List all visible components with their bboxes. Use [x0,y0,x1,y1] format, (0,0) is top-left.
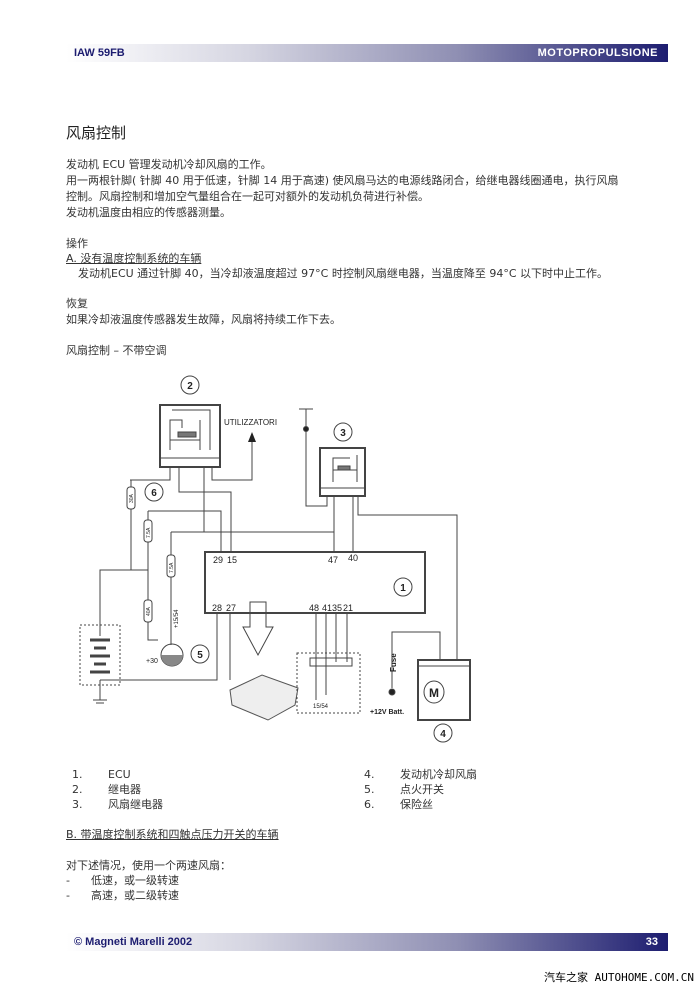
callout-3 [333,422,353,442]
page-title: 风扇控制 [66,124,127,142]
legend-num: 5. [364,783,375,796]
legend-label: 保险丝 [400,798,433,811]
callout-label: 6 [151,488,157,499]
callout-label: 4 [440,729,446,740]
legend-label: 继电器 [108,783,141,796]
callout-label: 2 [187,381,193,392]
ecu-image [229,674,299,721]
callout-4 [433,723,453,743]
fuse-label: 7.5A [169,562,175,573]
relay-3 [319,447,366,497]
ecu-box [204,551,426,614]
fan-motor [417,659,471,721]
watermark: 汽车之家 AUTOHOME.COM.CN [544,971,694,984]
section-b-text: 对下述情况，使用一个两速风扇： [66,859,231,872]
legend-num: 2. [72,783,83,796]
callout-label: 1 [400,583,406,594]
recovery-heading: 恢复 [66,297,88,310]
ecu-pin: 29 [213,555,223,565]
ecu-pin: 21 [343,603,353,613]
ecu-pin: 28 [212,603,222,613]
legend-num: 4. [364,768,375,781]
wire [211,436,253,481]
relay-2 [159,404,221,468]
legend-num: 6. [364,798,375,811]
callout-label: 5 [197,650,203,661]
ecu-pin: 48 [309,603,319,613]
operation-text-a: 发动机ECU 通过针脚 40，当冷却液温度超过 97°C 时控制风扇继电器，当温… [78,267,609,280]
recovery-text: 如果冷却液温度传感器发生故障，风扇将持续工作下去。 [66,313,341,326]
fuse-label: 40A [146,606,152,616]
operation-sub-a: A. 没有温度控制系统的车辆 [66,252,202,265]
legend-num: 1. [72,768,83,781]
list-item: 高速，或二级转速 [91,889,179,902]
arrow-up-icon [248,432,256,442]
motor-label: M [429,686,439,700]
ecu-pin: 27 [226,603,236,613]
operation-heading: 操作 [66,237,88,250]
legend-label: 风扇继电器 [108,798,163,811]
ecu-pin: 15 [227,555,237,565]
callout-6 [144,482,164,502]
list-dash: - [66,889,70,902]
footer-copyright: © Magneti Marelli 2002 [74,936,193,948]
page-number: 33 [645,936,658,948]
diagram-title: 风扇控制 – 不带空调 [66,344,167,357]
list-dash: - [66,874,70,887]
callout-5 [190,644,210,664]
callout-label: 3 [340,428,346,439]
header-left: IAW 59FB [74,47,125,59]
intro-line: 发动机 ECU 管理发动机冷却风扇的工作。 [66,158,272,171]
fuse-label: 30A [129,493,135,503]
callout-2 [180,375,200,395]
footer-bar: © Magneti Marelli 2002 33 [66,933,668,951]
header-right: MOTOPROPULSIONE [537,47,658,59]
ecu-pin: 40 [348,553,358,563]
intro-line: 发动机温度由相应的传感器测量。 [66,206,231,219]
section-b-heading: B. 带温度控制系统和四触点压力开关的车辆 [66,828,279,841]
utilizzatori-label: UTILIZZATORI [224,418,277,427]
arrow-down-icon [242,601,274,657]
plus1554-label: +15/54 [174,609,180,628]
ecu-pin: 47 [328,555,338,565]
intro-line: 控制。风扇控制和增加空气量组合在一起可对额外的发动机负荷进行补偿。 [66,190,429,203]
switch-label: 15/54 [313,704,329,710]
battery-label: +12V Batt. [370,709,404,716]
ecu-pin: 35 [332,603,342,613]
list-item: 低速，或一级转速 [91,874,179,887]
legend-num: 3. [72,798,83,811]
header-bar: IAW 59FB MOTOPROPULSIONE [66,44,668,62]
ecu-pin: 41 [322,603,332,613]
legend-label: 发动机冷却风扇 [400,768,477,781]
intro-line: 用一两根针脚( 针脚 40 用于低速，针脚 14 用于高速) 使风扇马达的电源线… [66,174,619,187]
motor-fuse-label: Fuse [389,653,398,672]
callout-1 [393,577,413,597]
fuse-label: 7.5A [146,527,152,538]
legend-label: ECU [108,768,131,781]
plus30-label: +30 [146,658,158,665]
legend-label: 点火开关 [400,783,444,796]
